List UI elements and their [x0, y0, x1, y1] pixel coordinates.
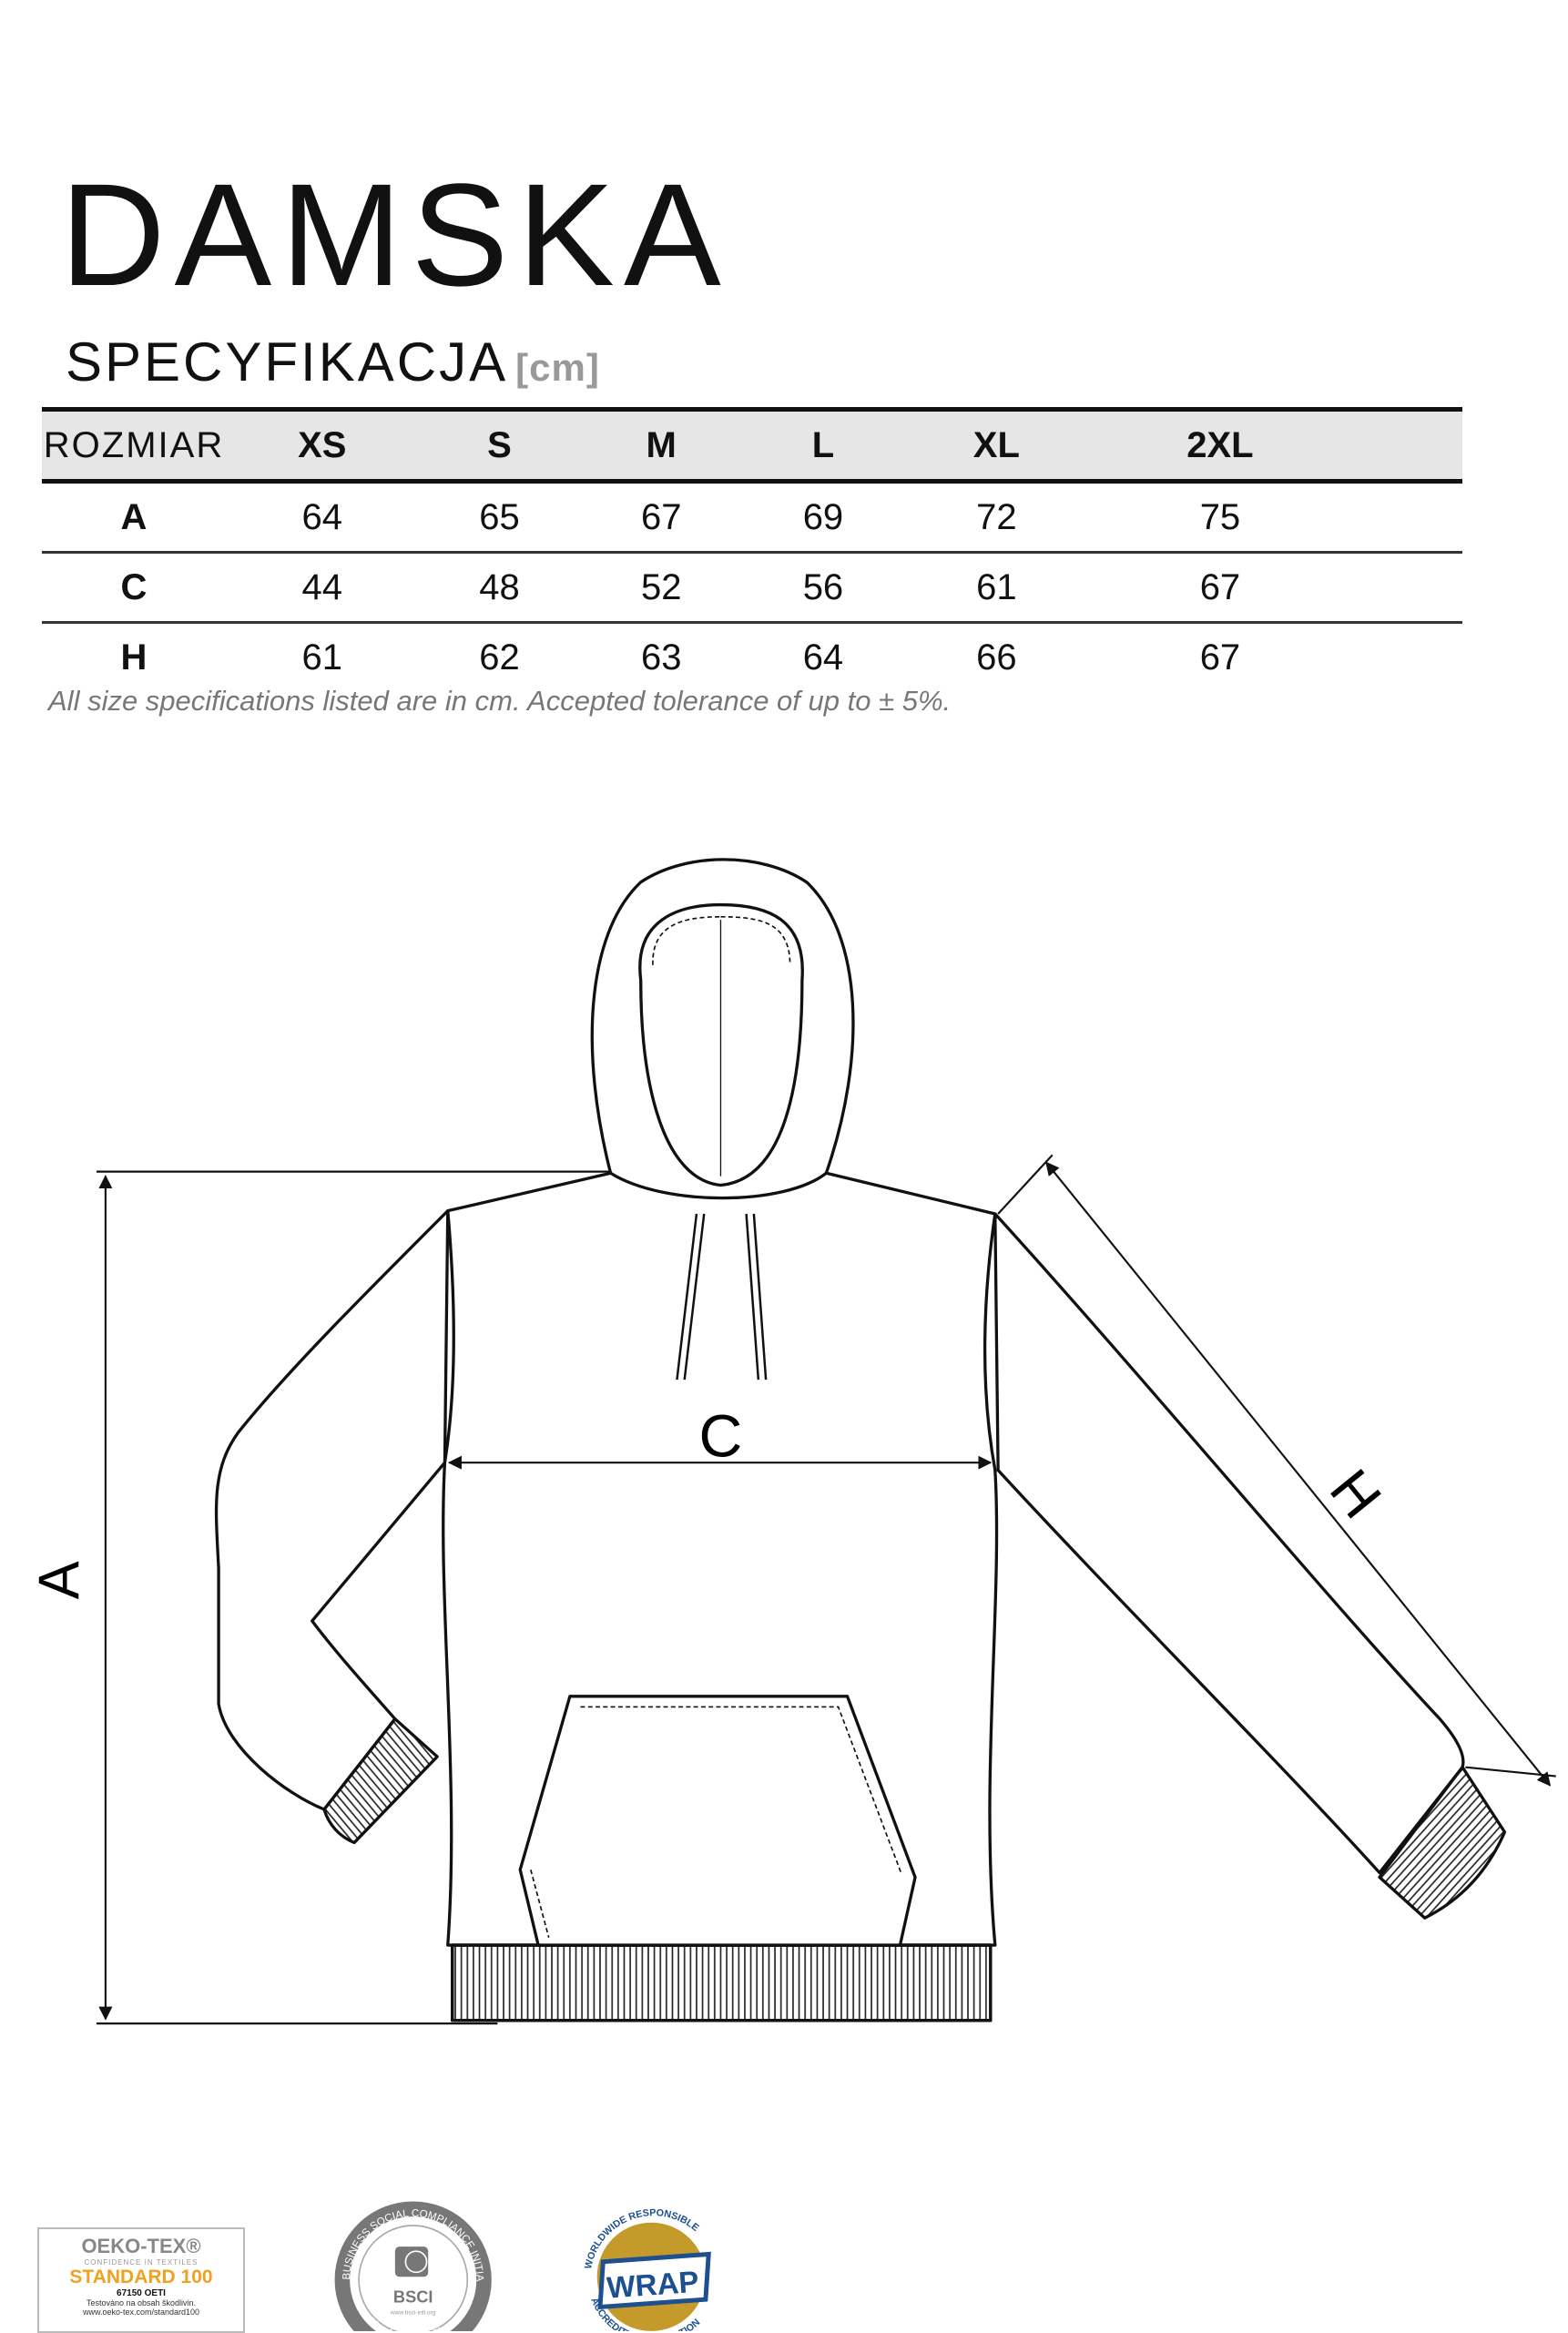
- table-row: H 61 62 63 64 66 67: [42, 623, 1462, 692]
- column-header: L: [742, 407, 904, 484]
- row-label: C: [42, 552, 226, 624]
- dimension-c-label: C: [699, 1403, 743, 1471]
- cell: 65: [418, 481, 581, 554]
- footnote: All size specifications listed are in cm…: [48, 685, 952, 717]
- column-header: ROZMIAR: [42, 407, 226, 484]
- bsci-logo: BUSINESS SOCIAL COMPLIANCE INITIATIVE Me…: [0, 0, 492, 2331]
- dimension-h-label: H: [1318, 1458, 1393, 1530]
- oeko-code: 67150 OETI: [117, 2288, 166, 2298]
- spacer: [1351, 481, 1462, 554]
- hand-globe-icon: [394, 2246, 429, 2277]
- dimension-h-line: [1045, 1161, 1552, 1787]
- column-header: XL: [903, 407, 1089, 484]
- size-table: ROZMIAR XS S M L XL 2XL A 64 65 67 69 72…: [42, 407, 1462, 691]
- oeko-line2: www.oeko-tex.com/standard100: [82, 2308, 200, 2317]
- column-header: S: [418, 407, 581, 484]
- cell: 67: [580, 481, 743, 554]
- cell: 44: [226, 552, 419, 624]
- table-header-row: ROZMIAR XS S M L XL 2XL: [42, 407, 1462, 484]
- cell: 67: [1088, 552, 1351, 624]
- cell: 63: [640, 637, 682, 677]
- page-title: DAMSKA: [60, 153, 730, 316]
- unit-label: [cm]: [515, 346, 600, 389]
- cell: 61: [301, 637, 343, 677]
- cell: 61: [903, 552, 1089, 624]
- column-header: XS: [226, 407, 419, 484]
- bsci-ring-text: BUSINESS SOCIAL COMPLIANCE INITIATIVE: [0, 0, 484, 2282]
- bsci-name: BSCI: [393, 2287, 433, 2306]
- table-row: A 64 65 67 69 72 75: [42, 481, 1462, 554]
- wrap-name: WRAP: [606, 2266, 699, 2306]
- cell: 64: [802, 637, 844, 677]
- cell: 56: [742, 552, 904, 624]
- cell: 48: [418, 552, 581, 624]
- cell: 52: [580, 552, 743, 624]
- cell: 64: [226, 481, 419, 554]
- cell: 75: [1088, 481, 1351, 554]
- spacer: [1351, 552, 1462, 624]
- oeko-standard: STANDARD 100: [69, 2267, 213, 2287]
- table-row: C 44 48 52 56 61 67: [42, 552, 1462, 624]
- subtitle-text: SPECYFIKACJA: [66, 331, 509, 392]
- cell: 62: [479, 637, 520, 677]
- cell: 72: [903, 481, 1089, 554]
- row-label: A: [42, 481, 226, 554]
- hoodie-outline: [214, 858, 1507, 2022]
- row-label: H: [120, 637, 148, 677]
- wrap-logo: WRAP WORLDWIDE RESPONSIBLE ACCREDITED PR…: [583, 2207, 711, 2331]
- column-header: 2XL: [1088, 407, 1351, 484]
- dimension-lines: [96, 1154, 1556, 2025]
- spacer: [1351, 407, 1462, 484]
- oeko-line1: Testováno na obsah škodlivin.: [86, 2298, 197, 2308]
- oeko-name: OEKO-TEX®: [81, 2235, 201, 2257]
- section-title: SPECYFIKACJA[cm]: [66, 335, 600, 390]
- cell: 66: [976, 637, 1017, 677]
- column-header: M: [580, 407, 743, 484]
- dimension-a-label: A: [27, 1561, 91, 1599]
- cell: 67: [1199, 637, 1241, 677]
- cell: 69: [742, 481, 904, 554]
- oeko-tagline: CONFIDENCE IN TEXTILES: [84, 2258, 199, 2267]
- oeko-tex-logo: OEKO-TEX® CONFIDENCE IN TEXTILES STANDAR…: [37, 2227, 245, 2333]
- bsci-url: www.bsci-intl.org: [390, 2310, 436, 2317]
